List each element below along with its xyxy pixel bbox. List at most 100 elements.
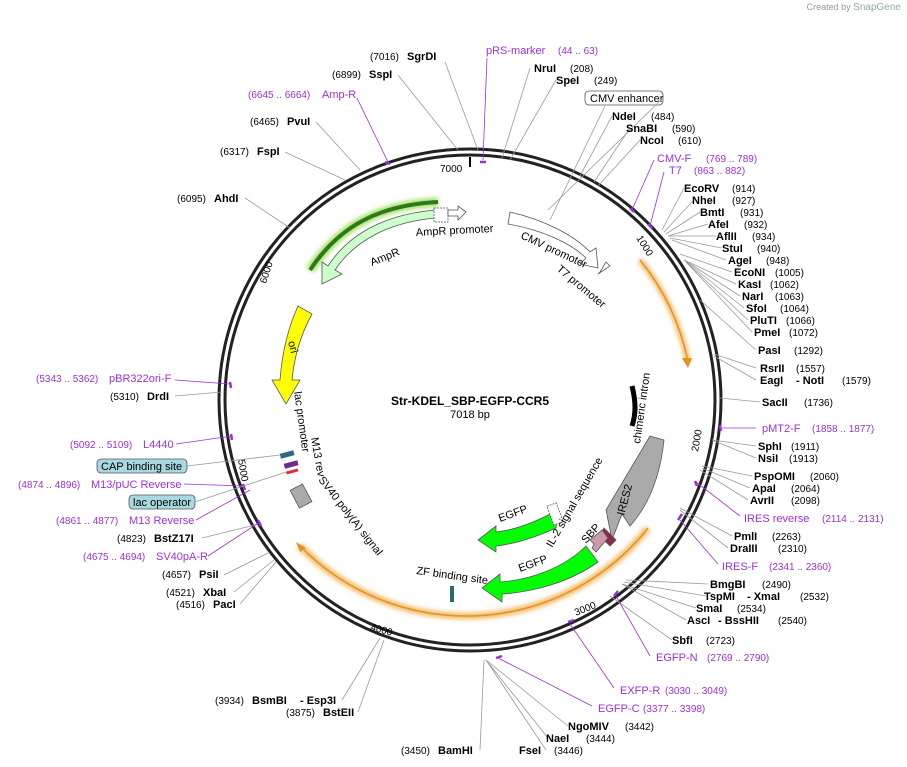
svg-text:SacII: SacII [762, 397, 788, 409]
svg-text:(4516): (4516) [176, 600, 205, 611]
ires2-arrow [605, 435, 665, 542]
svg-text:(2310): (2310) [778, 544, 807, 555]
svg-text:RsrII: RsrII [760, 363, 784, 375]
svg-text:Amp-R: Amp-R [322, 89, 356, 101]
svg-text:NheI: NheI [692, 195, 716, 207]
svg-text:EGFP-C: EGFP-C [598, 703, 640, 715]
svg-text:ApaI: ApaI [752, 483, 776, 495]
svg-text:EXFP-R: EXFP-R [620, 685, 660, 697]
svg-text:NdeI: NdeI [612, 111, 636, 123]
label-egfp-2: EGFP [517, 553, 549, 575]
svg-text:(769 .. 789): (769 .. 789) [706, 154, 757, 165]
svg-text:EcoRV: EcoRV [684, 183, 720, 195]
label-sv40-polya: SV40 poly(A) signal [316, 474, 385, 558]
svg-text:(2540): (2540) [778, 616, 807, 627]
svg-text:TspMI: TspMI [704, 591, 735, 603]
svg-text:SgrDI: SgrDI [407, 51, 436, 63]
svg-text:PsiI: PsiI [199, 569, 219, 581]
svg-text:NgoMIV: NgoMIV [568, 721, 610, 733]
svg-text:(249): (249) [594, 76, 617, 87]
svg-text:(914): (914) [732, 184, 755, 195]
svg-text:(1911): (1911) [791, 442, 819, 453]
svg-text:PacI: PacI [213, 599, 236, 611]
svg-text:SV40pA-R: SV40pA-R [156, 551, 208, 563]
svg-text:- XmaI: - XmaI [747, 591, 780, 603]
svg-text:(3442): (3442) [625, 722, 654, 733]
svg-text:(590): (590) [672, 124, 695, 135]
svg-text:NcoI: NcoI [640, 135, 664, 147]
svg-text:NruI: NruI [534, 63, 556, 75]
svg-text:AvrII: AvrII [750, 495, 774, 507]
lac-promoter-mark [279, 450, 295, 459]
ampr-arrow [321, 209, 437, 285]
tick-label-7000: 7000 [440, 164, 463, 175]
svg-text:PmlI: PmlI [734, 531, 757, 543]
cap-binding-site-label: CAP binding site [96, 458, 188, 474]
svg-text:(932): (932) [744, 220, 767, 231]
svg-text:(1064): (1064) [780, 304, 809, 315]
svg-text:(6645 .. 6664): (6645 .. 6664) [248, 90, 310, 101]
svg-text:NsiI: NsiI [758, 453, 778, 465]
svg-text:(7016): (7016) [370, 52, 399, 63]
credit-brand: SnapGene [853, 2, 901, 13]
svg-text:(3450): (3450) [401, 746, 430, 757]
svg-text:(208): (208) [570, 64, 593, 75]
svg-text:(4861 .. 4877): (4861 .. 4877) [56, 516, 118, 527]
svg-text:DrdI: DrdI [147, 391, 169, 403]
svg-text:pRS-marker: pRS-marker [486, 45, 546, 57]
svg-text:SnaBI: SnaBI [626, 123, 657, 135]
svg-text:(2064): (2064) [791, 484, 820, 495]
plasmid-length: 7018 bp [450, 409, 490, 421]
svg-text:lac operator: lac operator [133, 497, 191, 509]
tick-label-5000: 5000 [235, 459, 250, 483]
plasmid-name: Str-KDEL_SBP-EGFP-CCR5 [391, 394, 549, 408]
svg-text:StuI: StuI [722, 243, 743, 255]
svg-text:L4440: L4440 [143, 439, 174, 451]
svg-text:(3934): (3934) [215, 696, 244, 707]
svg-text:BmgBI: BmgBI [710, 579, 745, 591]
svg-text:(940): (940) [757, 244, 780, 255]
svg-text:(1579): (1579) [842, 376, 871, 387]
site-labels: (7016)SgrDI (6899)SspI (6465)PvuI (6317)… [110, 51, 871, 757]
label-ori: ori [285, 340, 300, 355]
svg-text:(5343 .. 5362): (5343 .. 5362) [36, 374, 98, 385]
lac-operator-label: lac operator [128, 494, 196, 510]
m13-rev-mark [283, 460, 299, 469]
label-zf-binding-site: ZF binding site [416, 565, 489, 587]
svg-text:XbaI: XbaI [203, 587, 226, 599]
svg-text:SfoI: SfoI [746, 303, 767, 315]
svg-text:AflII: AflII [716, 231, 737, 243]
t7-promoter-arrow [597, 261, 611, 275]
svg-text:(5092 .. 5109): (5092 .. 5109) [70, 440, 132, 451]
svg-text:(2490): (2490) [762, 580, 791, 591]
svg-text:(44 .. 63): (44 .. 63) [558, 46, 598, 57]
svg-text:- NotI: - NotI [796, 375, 824, 387]
svg-text:(2769 .. 2790): (2769 .. 2790) [707, 653, 769, 664]
svg-text:FspI: FspI [257, 146, 280, 158]
svg-text:(4521): (4521) [166, 588, 195, 599]
site-leaders [174, 61, 761, 751]
svg-text:NaeI: NaeI [546, 733, 569, 745]
svg-text:EagI: EagI [760, 375, 783, 387]
label-lac-promoter: lac promoter [291, 391, 311, 454]
il2-arrow [589, 529, 609, 553]
svg-text:(4823): (4823) [117, 534, 146, 545]
svg-text:T7: T7 [669, 165, 682, 177]
svg-text:(2723): (2723) [706, 636, 735, 647]
svg-text:(2114 .. 2131): (2114 .. 2131) [822, 514, 884, 525]
svg-text:(5310): (5310) [110, 392, 139, 403]
svg-text:CAP binding site: CAP binding site [101, 461, 182, 473]
zf-binding-site [450, 586, 454, 602]
egfp-arrow-2 [481, 545, 599, 603]
svg-text:PvuI: PvuI [287, 116, 310, 128]
svg-text:(3444): (3444) [586, 734, 615, 745]
svg-text:(934): (934) [752, 232, 775, 243]
svg-text:CMV enhancer: CMV enhancer [590, 93, 664, 105]
svg-text:(1063): (1063) [775, 292, 804, 303]
svg-text:(2060): (2060) [810, 472, 839, 483]
svg-text:EGFP-N: EGFP-N [656, 652, 698, 664]
svg-text:PasI: PasI [758, 345, 781, 357]
egfp-arrow-1 [477, 509, 559, 553]
svg-text:(1005): (1005) [775, 268, 804, 279]
